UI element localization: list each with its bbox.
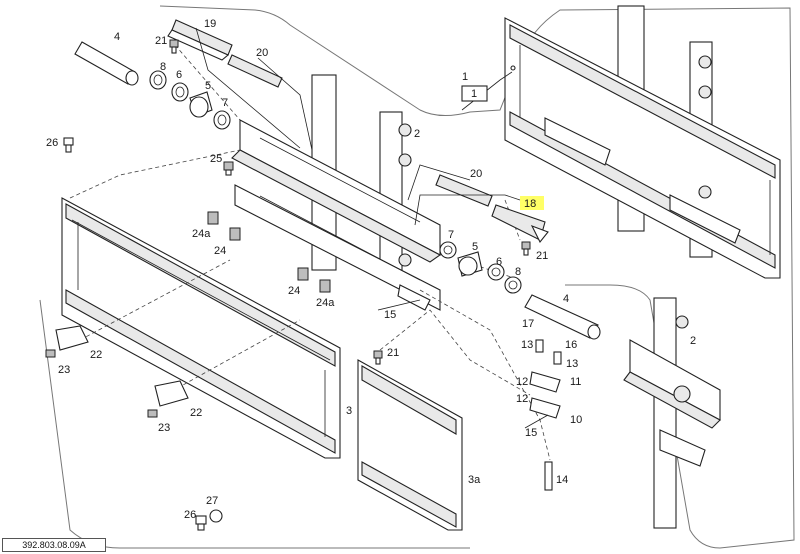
callout-5: 5	[205, 80, 211, 92]
washer-27	[209, 509, 223, 523]
callout-7: 7	[222, 97, 228, 109]
frame-3	[61, 197, 341, 459]
callout-4: 4	[563, 293, 569, 305]
pin-4-top	[74, 41, 139, 86]
slide-18	[491, 204, 549, 244]
callout-22: 22	[190, 407, 202, 419]
callout-22: 22	[90, 349, 102, 361]
callout-20: 20	[256, 47, 268, 59]
slide-19	[167, 19, 233, 61]
callout-5: 5	[472, 241, 478, 253]
callout-21: 21	[155, 35, 167, 47]
callout-25: 25	[210, 153, 222, 165]
callout-2: 2	[414, 128, 420, 140]
ring-6-top	[171, 82, 189, 102]
bushing-5-top	[189, 91, 213, 118]
callout-11: 11	[570, 376, 581, 388]
assembly-label: 1	[471, 88, 477, 100]
assembly-label-box	[461, 85, 488, 102]
bolt-26-top	[63, 137, 74, 153]
callout-6: 6	[176, 69, 182, 81]
callout-15: 15	[525, 427, 537, 439]
bolt-25	[223, 161, 234, 176]
leader-lines	[195, 27, 549, 429]
callout-19: 19	[204, 18, 216, 30]
bolt-26-bottom	[195, 515, 207, 531]
drawing-code: 392.803.08.09A	[2, 538, 106, 552]
callout-3: 3	[346, 405, 352, 417]
callout-23: 23	[58, 364, 70, 376]
pin-4-right	[524, 294, 601, 340]
stack-10-17	[529, 339, 562, 491]
callout-24a: 24a	[316, 297, 335, 309]
callout-7: 7	[448, 229, 454, 241]
callout-18: 18	[524, 198, 536, 210]
bolt-21-right	[521, 241, 531, 256]
assembled-carriage	[504, 5, 781, 279]
callout-8: 8	[160, 61, 166, 73]
bolt-21-top	[169, 39, 179, 54]
callout-17: 17	[522, 318, 534, 330]
callout-13: 13	[521, 339, 533, 351]
callout-26: 26	[184, 509, 196, 521]
callout-18-highlight	[520, 196, 544, 210]
callout-26: 26	[46, 137, 58, 149]
callout-23: 23	[158, 422, 170, 434]
bushing-5-right	[457, 251, 483, 277]
callout-12: 12	[516, 393, 528, 405]
callout-20: 20	[470, 168, 482, 180]
ring-8-right	[504, 276, 522, 294]
callout-4: 4	[114, 31, 120, 43]
callout-24: 24	[214, 245, 226, 257]
callout-27: 27	[206, 495, 218, 507]
detail-view-2	[623, 297, 721, 529]
slide-20-right	[435, 174, 493, 207]
callout-14: 14	[556, 474, 568, 486]
callout-1: 1	[462, 71, 468, 83]
block-22-bottom	[147, 380, 189, 418]
callout-8: 8	[515, 266, 521, 278]
block-22-top	[45, 325, 89, 358]
callout-13: 13	[566, 358, 578, 370]
callout-2: 2	[690, 335, 696, 347]
callout-24: 24	[288, 285, 300, 297]
callout-3a: 3a	[468, 474, 481, 486]
fittings-24	[207, 211, 331, 293]
callout-12: 12	[516, 376, 528, 388]
callout-21: 21	[536, 250, 548, 262]
frame-3a	[357, 359, 463, 531]
callout-24a: 24a	[192, 228, 211, 240]
assembly-guides	[69, 44, 551, 461]
callout-labels: 19 4 21 20 8 6 5 7 1 2 26 25 20 18 24a 2…	[46, 18, 696, 521]
callout-16: 16	[565, 339, 577, 351]
carriage-beam	[231, 74, 442, 311]
callout-15: 15	[384, 309, 396, 321]
ring-6-right	[487, 263, 505, 281]
callout-10: 10	[570, 414, 582, 426]
ring-8-top	[149, 70, 167, 90]
ring-7-right	[439, 241, 457, 259]
callout-6: 6	[496, 256, 502, 268]
bolt-21-lower	[373, 350, 383, 365]
ring-7-top	[213, 110, 231, 130]
callout-21: 21	[387, 347, 399, 359]
slide-20-top	[227, 54, 283, 88]
